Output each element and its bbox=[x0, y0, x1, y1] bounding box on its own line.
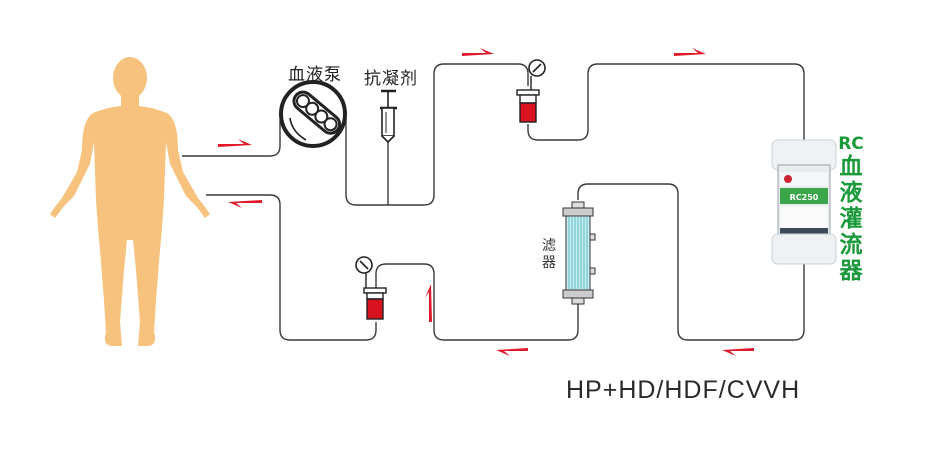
dialyzer-filter-icon bbox=[562, 201, 596, 305]
human-body-figure bbox=[50, 57, 210, 346]
tube-pump-to-top bbox=[345, 63, 529, 206]
blood-pump-icon bbox=[279, 80, 347, 148]
cartridge-label: RC250 bbox=[790, 193, 819, 202]
tube-venous-return bbox=[206, 194, 377, 341]
arrow-right-icon bbox=[218, 139, 252, 147]
perfusion-brand-label: RC bbox=[838, 134, 864, 154]
perfusion-cartridge-image: RC250 bbox=[771, 139, 837, 265]
tubing-circuit bbox=[182, 63, 805, 341]
arrow-right-icon bbox=[674, 48, 706, 56]
tube-filter-out bbox=[375, 263, 579, 341]
arrow-left-icon bbox=[722, 348, 754, 356]
mode-caption: HP+HD/HDF/CVVH bbox=[566, 376, 801, 404]
syringe-icon bbox=[380, 89, 397, 144]
drip-chamber-bottom bbox=[355, 256, 387, 320]
perfusion-name-label: 血液灌流器 bbox=[839, 154, 863, 284]
arrow-left-icon bbox=[496, 348, 528, 356]
anticoagulant-label: 抗凝剂 bbox=[364, 69, 418, 89]
blood-pump-label: 血液泵 bbox=[288, 65, 342, 85]
filter-label: 滤器 bbox=[542, 238, 556, 271]
flow-arrows bbox=[218, 48, 754, 356]
arrow-left-icon bbox=[228, 200, 262, 208]
arrow-right-icon bbox=[462, 48, 494, 56]
tube-perfusion-out bbox=[577, 183, 805, 341]
tube-arterial-line bbox=[182, 120, 281, 157]
drip-chamber-top bbox=[516, 59, 546, 123]
arrow-up-icon bbox=[425, 284, 432, 322]
tube-chamber1-out bbox=[527, 63, 805, 141]
